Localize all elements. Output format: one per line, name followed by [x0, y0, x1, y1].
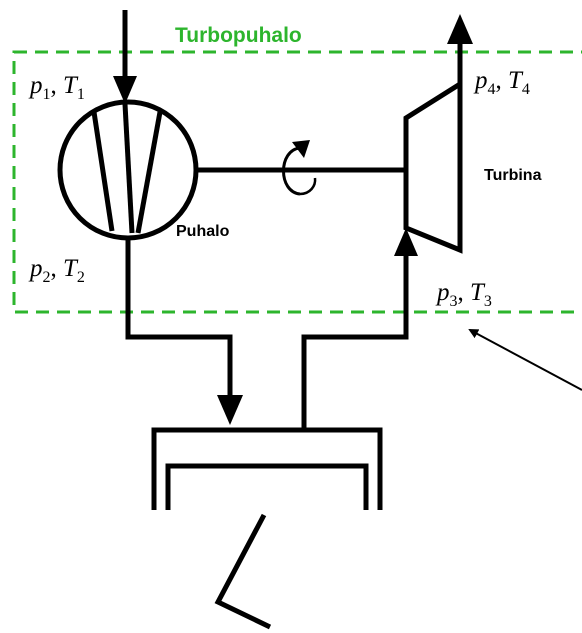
compressor-blade-left: [91, 111, 115, 232]
exhaust-flow-arrow-icon: [447, 14, 473, 44]
compressor: [57, 99, 199, 241]
state-label-turbine-out: p4, T4: [473, 67, 530, 98]
state-label-turbine-in: p3, T3: [435, 279, 492, 310]
state-label-compressor-out: p2, T2: [28, 255, 85, 286]
charge-air-flow-arrow-icon: [217, 395, 243, 425]
exhaust-manifold-pipe: [301, 236, 409, 430]
turbine-body: [403, 79, 463, 254]
turbine-inlet-flow-arrow-icon: [394, 228, 418, 256]
engine-cylinder: [151, 427, 383, 630]
inlet-flow-arrow-icon: [113, 76, 137, 104]
turbine-label: Turbina: [484, 167, 542, 184]
diagram-title: Turbopuhalo: [175, 24, 302, 47]
turbocharger-boundary: [12, 50, 582, 314]
charge-air-pipe: [125, 238, 233, 410]
connecting-rod: [214, 513, 272, 630]
boundary-pointer-arrow-icon: [468, 329, 582, 391]
state-label-inlet: p1, T1: [28, 72, 85, 103]
compressor-blade-middle: [122, 103, 135, 234]
rotation-arrow-icon: [282, 140, 317, 196]
compressor-label: Puhalo: [176, 223, 230, 240]
compressor-blade-right: [135, 111, 163, 234]
